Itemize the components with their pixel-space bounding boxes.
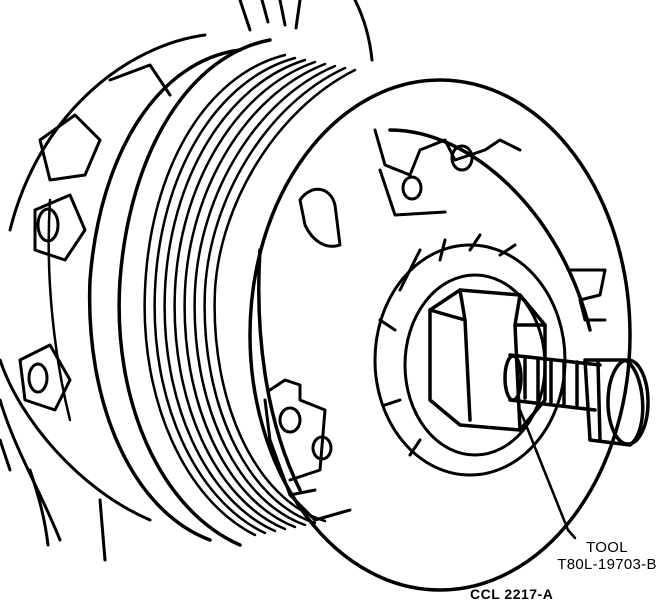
face-slots [263,128,607,522]
tool-screw [503,353,602,412]
hex-nut [428,288,547,432]
pulley-rim [87,38,272,547]
mounting-lugs [18,63,172,412]
pulley-face [248,78,632,592]
callout-leader [518,408,577,540]
compressor-housing [0,0,374,562]
tool-callout: TOOL T80L-19703-B [548,539,666,573]
hub [373,233,567,477]
figure-code: CCL 2217-A [470,586,554,602]
tool-callout-line1: TOOL [586,539,628,556]
tool-head [583,358,650,447]
tool-callout-line2: T80L-19703-B [557,556,657,573]
belt-grooves [143,53,357,537]
